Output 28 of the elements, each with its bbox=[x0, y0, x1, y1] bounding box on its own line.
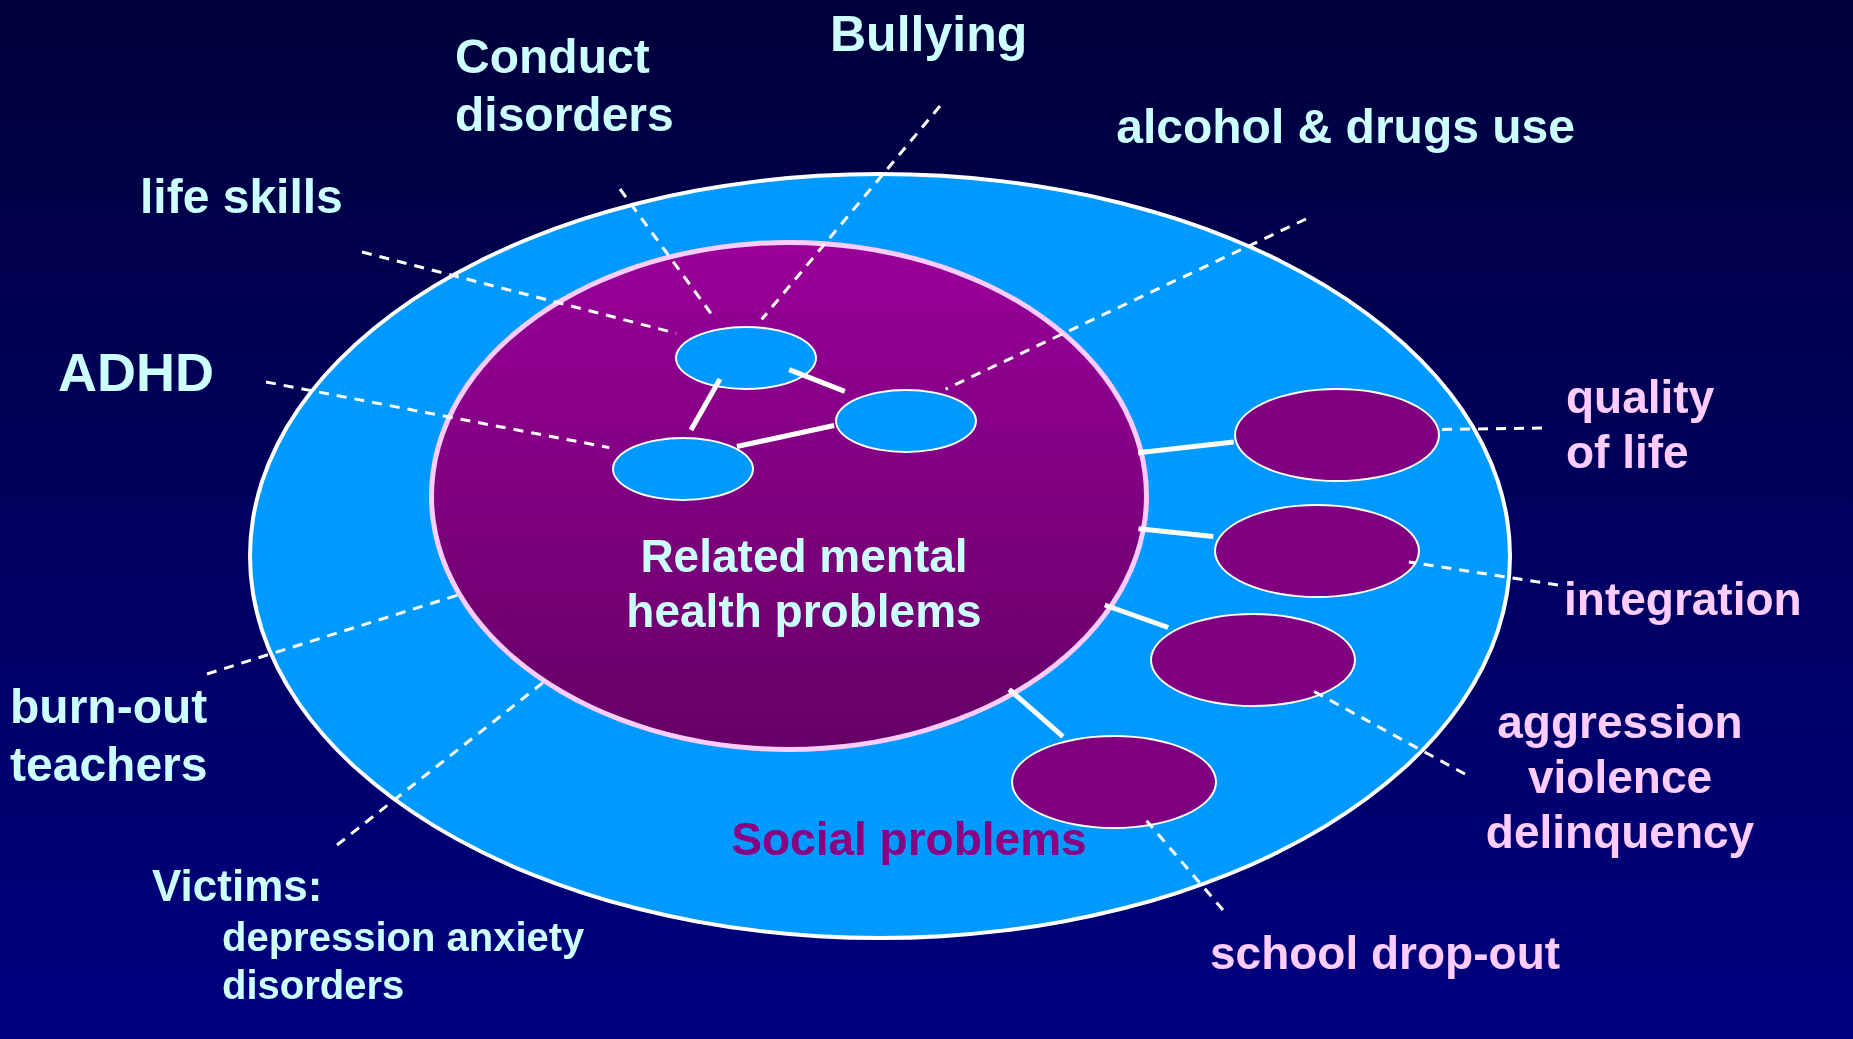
area-label: Social problems bbox=[730, 812, 1088, 867]
label-text: integration bbox=[1564, 572, 1844, 628]
leader-line bbox=[1313, 690, 1466, 776]
connector-line bbox=[1137, 439, 1234, 456]
leader-line bbox=[1408, 560, 1559, 587]
label-text: alcohol & drugs use bbox=[1100, 98, 1575, 156]
label-text: burn-out teachers bbox=[10, 678, 270, 794]
leader-line bbox=[1145, 819, 1225, 911]
area-label: Related mental health problems bbox=[625, 529, 983, 640]
label-text: ADHD bbox=[58, 340, 258, 405]
connector-line bbox=[688, 377, 723, 432]
connector-line bbox=[1138, 526, 1214, 540]
leader-line bbox=[361, 250, 677, 335]
label-text: school drop-out bbox=[1210, 926, 1630, 982]
label-text: depression anxiety disorders bbox=[222, 913, 586, 1009]
connector-line bbox=[1007, 687, 1065, 739]
label-text: Conduct disorders bbox=[455, 28, 745, 144]
label-text: Bullying bbox=[830, 4, 1070, 64]
label-text: aggression violence delinquency bbox=[1440, 695, 1800, 861]
label-text: quality of life bbox=[1566, 370, 1766, 481]
label-text: life skills bbox=[140, 168, 400, 226]
leader-line bbox=[944, 217, 1307, 391]
heading-text: Victims: bbox=[152, 860, 323, 912]
connector-line bbox=[736, 423, 835, 449]
leader-line bbox=[206, 593, 459, 676]
leader-line bbox=[760, 105, 942, 321]
connector-line bbox=[788, 367, 846, 394]
leader-line bbox=[265, 380, 610, 450]
